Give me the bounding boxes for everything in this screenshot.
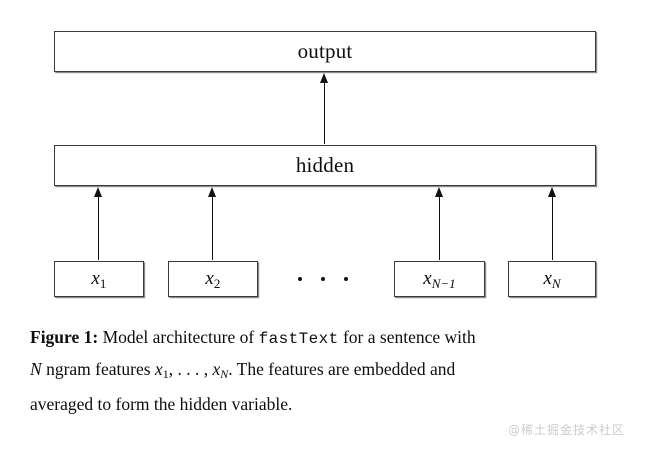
hidden-layer-box: hidden — [54, 145, 596, 186]
caption-var-n: N — [30, 359, 42, 379]
caption-line-3: averaged to form the hidden variable. — [30, 394, 293, 414]
caption-line-2-text-b: . The features are embedded and — [228, 359, 456, 379]
ellipsis-dots-icon — [296, 266, 350, 292]
arrow-x2-to-hidden-icon — [206, 187, 219, 260]
input-xn-minus-1-subscript: N−1 — [431, 275, 456, 291]
caption-math-x-last-sub: N — [220, 367, 229, 381]
caption-figure-label: Figure 1: — [30, 327, 99, 347]
site-watermark: @稀土掘金技术社区 — [507, 423, 625, 437]
input-x2-subscript: 2 — [213, 275, 221, 291]
input-node-x1: x1 — [54, 261, 144, 297]
input-x2-base: x — [205, 267, 214, 289]
caption-line-2-text-a: ngram features — [41, 359, 155, 379]
input-node-xn-minus-1-label: xN−1 — [423, 269, 455, 290]
arrow-x1-to-hidden-icon — [92, 187, 105, 260]
caption-line-1: Figure 1: Model architecture of fastText… — [30, 322, 620, 354]
ellipsis-dot — [344, 277, 348, 281]
caption-fasttext-mono: fastText — [258, 330, 339, 348]
arrow-shaft — [98, 194, 100, 260]
caption-math-x-first-sub: 1 — [162, 367, 169, 381]
arrow-head-icon — [94, 187, 103, 197]
input-xn-minus-1-base: x — [423, 267, 432, 289]
input-xn-subscript: N — [551, 275, 561, 291]
arrow-shaft — [212, 194, 214, 260]
arrow-shaft — [552, 194, 554, 260]
output-layer-label: output — [297, 39, 353, 63]
arrow-shaft — [324, 80, 326, 144]
hidden-layer-label: hidden — [295, 153, 355, 177]
input-x1-base: x — [91, 267, 100, 289]
arrow-head-icon — [208, 187, 217, 197]
caption-math-x-last: x — [212, 359, 221, 379]
input-node-xn: xN — [508, 261, 596, 297]
arrow-xn-to-hidden-icon — [546, 187, 559, 260]
input-node-x1-label: x1 — [91, 269, 106, 290]
arrow-hidden-to-output-icon — [318, 73, 331, 144]
arrow-head-icon — [548, 187, 557, 197]
arrow-head-icon — [435, 187, 444, 197]
caption-line-2: N ngram features x1, . . . , xN. The fea… — [30, 354, 620, 389]
caption-math-x-first: x — [154, 359, 163, 379]
caption-math-ellipsis: , . . . , — [168, 359, 213, 379]
arrow-head-icon — [320, 73, 329, 83]
input-x1-subscript: 1 — [99, 275, 107, 291]
arrow-xn-minus-1-to-hidden-icon — [433, 187, 446, 260]
output-layer-box: output — [54, 31, 596, 72]
input-node-x2: x2 — [168, 261, 258, 297]
input-node-xn-minus-1: xN−1 — [394, 261, 485, 297]
input-node-x2-label: x2 — [205, 269, 220, 290]
caption-line-1-text-b: for a sentence with — [338, 327, 476, 347]
input-node-xn-label: xN — [543, 269, 560, 290]
ellipsis-dot — [321, 277, 325, 281]
caption-line-1-text-a: Model architecture of — [98, 327, 259, 347]
ellipsis-dot — [298, 277, 302, 281]
input-xn-base: x — [543, 267, 552, 289]
arrow-shaft — [439, 194, 441, 260]
figure-caption: Figure 1: Model architecture of fastText… — [30, 322, 620, 419]
